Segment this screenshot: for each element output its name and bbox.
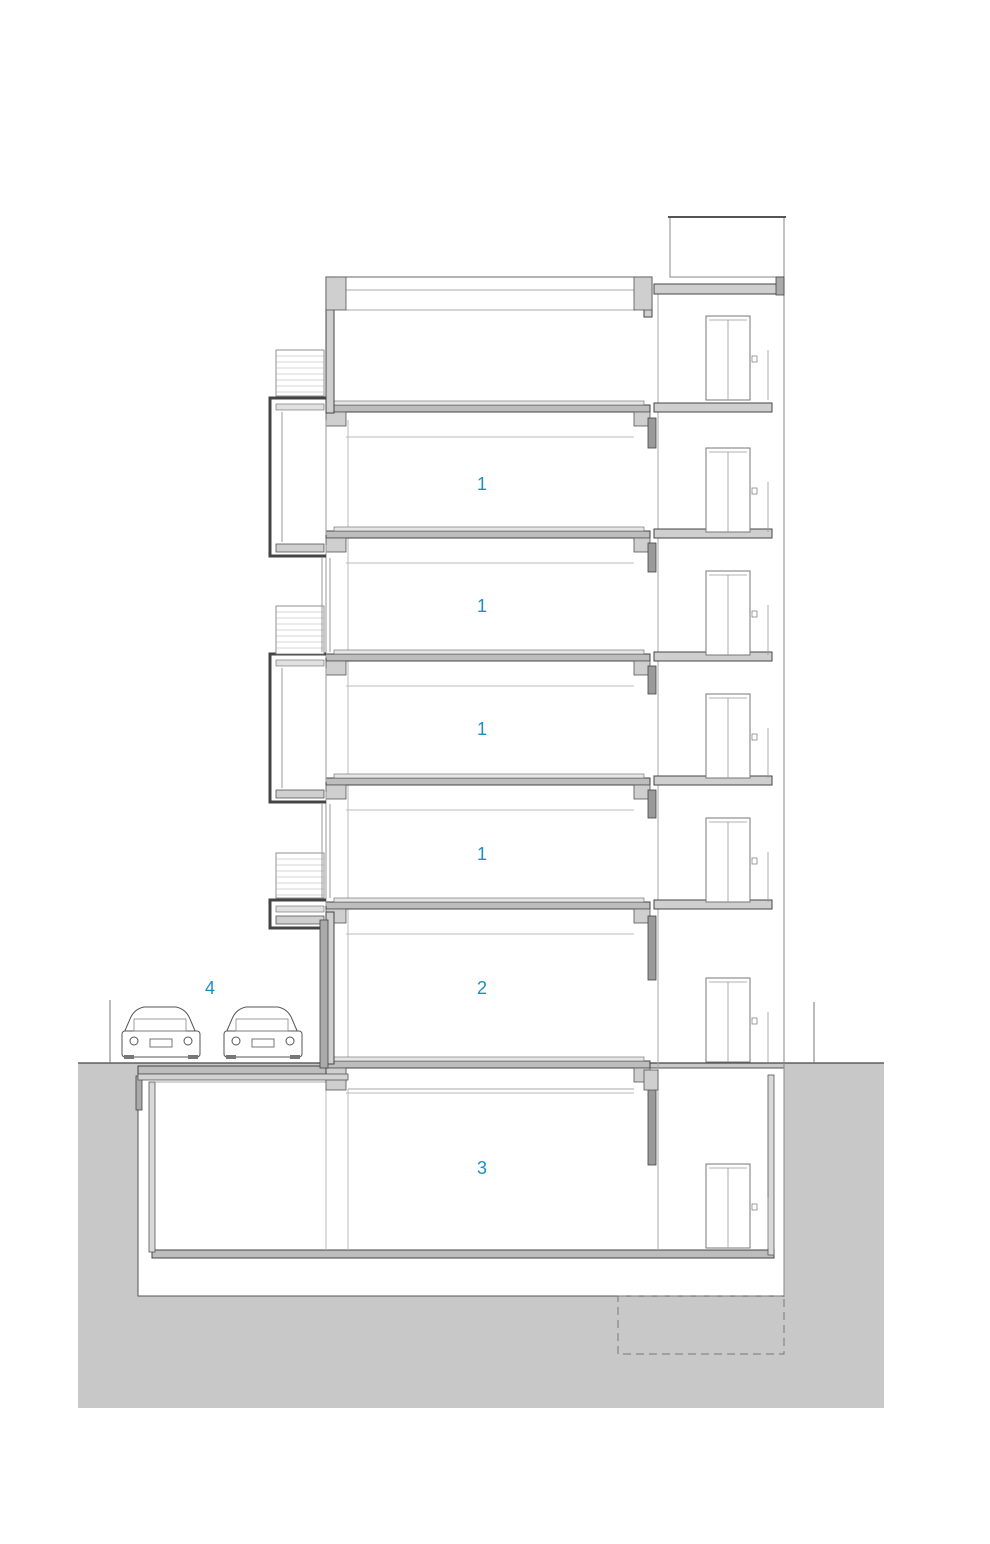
- columns: [325, 276, 659, 1166]
- balcony-slab: [275, 915, 325, 925]
- floor-slab: [325, 777, 651, 786]
- floor-slab: [325, 530, 651, 539]
- floor-finish: [333, 773, 645, 779]
- rooftop-slab-end: [775, 276, 785, 296]
- balcony-wall: [268, 396, 326, 558]
- call-button: [751, 857, 758, 865]
- floor-finish: [333, 897, 645, 903]
- elevator-door-icon: [705, 693, 769, 779]
- call-button: [751, 355, 758, 363]
- balcony-floor: [275, 403, 325, 411]
- floor-slabs: [325, 400, 773, 1094]
- railing-icon: [275, 852, 325, 899]
- foundation-pit-dashed: [617, 1295, 785, 1355]
- car-icon: [121, 1006, 201, 1059]
- basement-cut: [137, 1067, 785, 1297]
- floor-slab: [325, 653, 651, 662]
- railing-icon: [275, 605, 325, 655]
- room-labels: 1 1 1 1 2 3 4: [205, 474, 487, 1178]
- balcony-slab: [275, 789, 325, 799]
- beam: [325, 537, 347, 553]
- rooftop-head: [669, 216, 785, 278]
- roof-beam-left: [325, 276, 347, 311]
- floor-slab: [325, 901, 651, 910]
- floor-slab: [325, 404, 651, 413]
- beam: [633, 660, 651, 676]
- balcony-floor: [275, 905, 325, 913]
- room-label-floor-2: 1: [477, 844, 487, 864]
- rooftop-slab: [653, 283, 783, 295]
- balcony-floor: [275, 659, 325, 667]
- call-button: [751, 1203, 758, 1211]
- column: [647, 542, 657, 573]
- floor-finish: [333, 400, 645, 406]
- parking-slab: [137, 1065, 327, 1075]
- elevator-door-icon: [705, 315, 769, 401]
- room-label-floor-3: 1: [477, 719, 487, 739]
- beam: [633, 537, 651, 553]
- basement-edge-wall: [135, 1075, 143, 1111]
- elevator-door-icon: [705, 1163, 769, 1249]
- elevator-door-icon: [705, 817, 769, 903]
- elevator-door-icon: [705, 447, 769, 533]
- call-button: [751, 610, 758, 618]
- floor-finish: [333, 1056, 645, 1062]
- floor-finish: [333, 526, 645, 532]
- room-label-floor-4: 1: [477, 596, 487, 616]
- beam: [325, 411, 347, 427]
- parking-deck: [137, 919, 349, 1081]
- basement-floor-slab: [151, 1249, 775, 1259]
- column: [647, 789, 657, 819]
- basement-left-wall: [148, 1081, 156, 1253]
- balcony-wall: [268, 652, 326, 804]
- railing-frame: [275, 852, 325, 899]
- beam: [325, 784, 347, 800]
- room-label-parking: 4: [205, 978, 215, 998]
- balcony-wall: [268, 898, 326, 930]
- beam: [633, 908, 651, 924]
- room-label-floor-5: 1: [477, 474, 487, 494]
- call-button: [751, 733, 758, 741]
- basement-beam-right: [643, 1069, 659, 1091]
- room-label-ground-floor: 2: [477, 978, 487, 998]
- railing-icon: [275, 349, 325, 397]
- parking-slab-lower: [137, 1073, 349, 1081]
- column: [647, 665, 657, 695]
- floor-slab: [325, 1060, 651, 1069]
- beam: [633, 784, 651, 800]
- landing-slab: [653, 402, 773, 413]
- column: [647, 417, 657, 449]
- railing-frame: [275, 349, 325, 397]
- car-icon: [223, 1006, 303, 1059]
- floor-finish: [333, 649, 645, 655]
- elevator-door-icon: [705, 570, 769, 656]
- basement-right-wall: [767, 1074, 775, 1256]
- roof-beam-right: [633, 276, 653, 311]
- retaining-wall: [319, 919, 329, 1069]
- balconies: [268, 349, 331, 930]
- call-button: [751, 1017, 758, 1025]
- basement-structure: [135, 1074, 775, 1259]
- elevator-door-icon: [705, 977, 769, 1063]
- column: [647, 915, 657, 981]
- call-button: [751, 487, 758, 495]
- balcony-slab: [275, 543, 325, 553]
- elevator-doors: [705, 315, 769, 1249]
- beam: [325, 660, 347, 676]
- beam: [633, 411, 651, 427]
- room-label-basement: 3: [477, 1158, 487, 1178]
